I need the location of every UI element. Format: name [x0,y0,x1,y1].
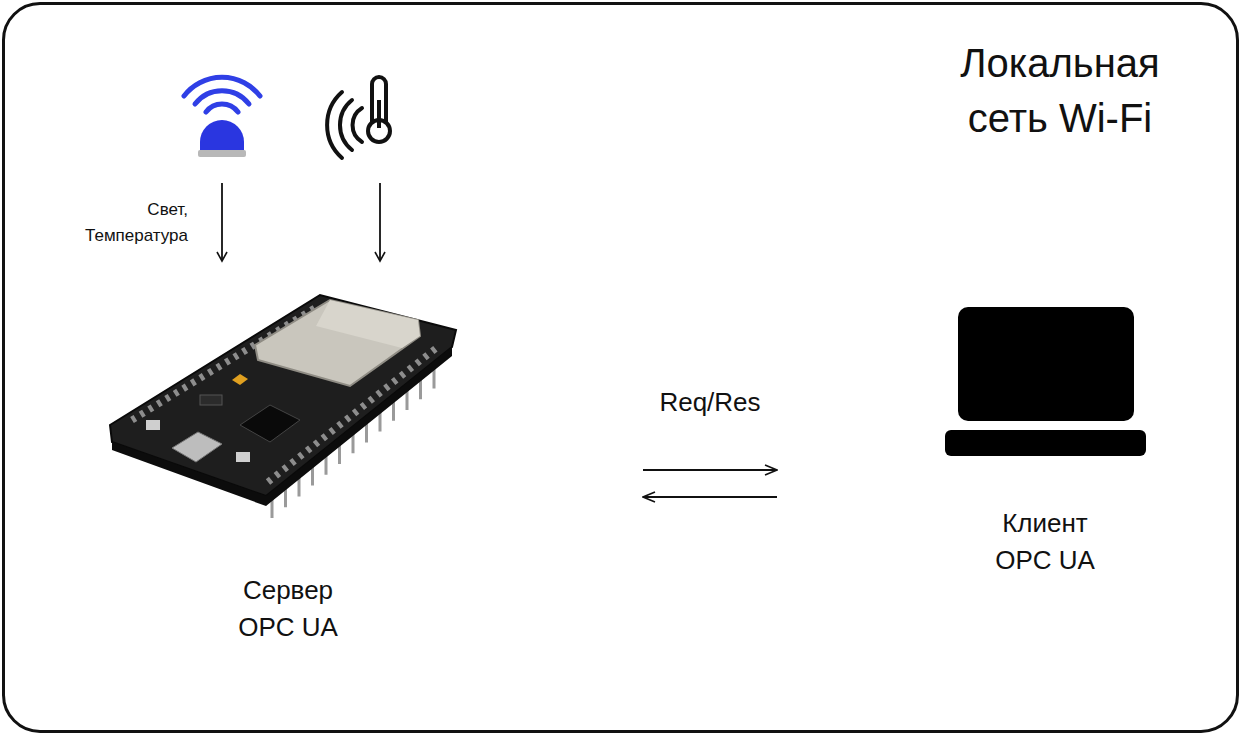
led [232,374,248,385]
light-sensor-icon [184,77,260,157]
sensor-arrow [221,183,223,261]
button [236,452,250,462]
annotation-label: Свет, Температура [40,197,188,249]
signal-arc [206,104,238,112]
request-response-arrow [643,496,777,498]
wave-arc [353,108,362,142]
temperature-sensor-icon [327,77,390,158]
wave-arc [327,92,342,158]
regulator [200,395,222,405]
esp32-board [110,295,456,518]
beacon-base [198,150,246,157]
chip [240,405,300,442]
laptop-icon [945,307,1146,456]
button [146,420,160,430]
module-shield [316,300,420,348]
pcb-edge [112,347,452,506]
client-node: Клиент OPC UA [780,295,1160,585]
signal-arc [184,77,260,96]
request-response-arrow [643,469,777,471]
server-node: Сервер OPC UA [100,285,640,655]
laptop-base [945,430,1146,456]
edge-label: Req/Res [655,385,764,419]
signal-arc [195,91,249,104]
thermometer-level [377,100,381,128]
region-title: Локальная сеть Wi-Fi [925,36,1195,146]
wifi-module [255,300,420,386]
beacon-dome [200,120,244,150]
laptop-screen [958,307,1134,421]
sensor-arrow [379,183,381,261]
node-label: Сервер OPC UA [223,572,353,646]
wave-arc [340,100,352,150]
node-label: Клиент OPC UA [980,505,1110,579]
usb-port [172,432,222,462]
